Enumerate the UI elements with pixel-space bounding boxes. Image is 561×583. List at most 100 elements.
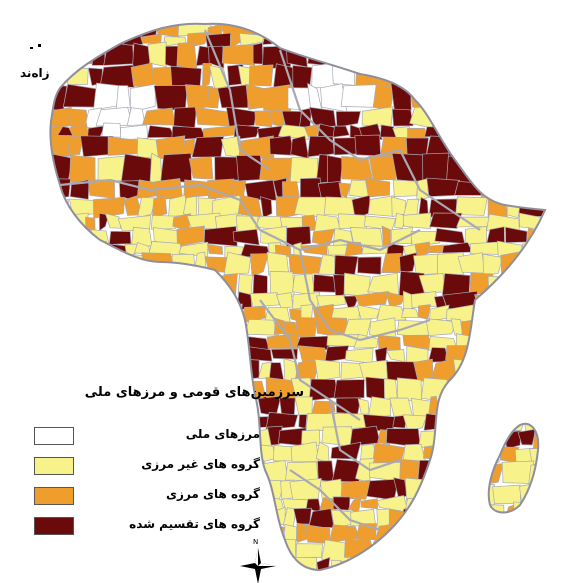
ethnic-region bbox=[373, 541, 397, 563]
ethnic-region bbox=[164, 304, 194, 321]
ethnic-region bbox=[504, 358, 532, 382]
ethnic-region bbox=[108, 230, 132, 245]
ethnic-region bbox=[141, 306, 156, 320]
ethnic-region bbox=[463, 509, 494, 527]
ethnic-region bbox=[465, 443, 489, 463]
ethnic-region bbox=[396, 377, 423, 402]
ethnic-region bbox=[439, 23, 460, 38]
ethnic-region bbox=[225, 106, 257, 129]
ethnic-region bbox=[530, 273, 545, 295]
ethnic-region bbox=[213, 303, 243, 322]
ethnic-region bbox=[50, 41, 66, 69]
ethnic-region bbox=[469, 32, 481, 47]
ethnic-region bbox=[474, 107, 508, 129]
ethnic-region bbox=[332, 274, 346, 297]
ethnic-region bbox=[469, 525, 483, 544]
ethnic-region bbox=[104, 213, 122, 229]
ethnic-region bbox=[543, 457, 545, 480]
ethnic-region bbox=[452, 430, 479, 448]
ethnic-region bbox=[532, 35, 545, 46]
ethnic-region bbox=[334, 254, 359, 277]
ethnic-region bbox=[212, 335, 236, 349]
ethnic-region bbox=[94, 345, 125, 364]
ethnic-region bbox=[505, 226, 528, 244]
ethnic-region bbox=[50, 241, 63, 255]
national-border bbox=[298, 249, 431, 342]
ethnic-region bbox=[520, 346, 545, 364]
ethnic-region bbox=[488, 484, 495, 507]
ethnic-region bbox=[445, 494, 466, 512]
ethnic-region bbox=[550, 539, 561, 562]
ethnic-region bbox=[497, 318, 522, 338]
ethnic-region bbox=[50, 226, 72, 246]
ethnic-region bbox=[381, 561, 411, 571]
ethnic-region bbox=[421, 23, 439, 29]
ethnic-region bbox=[89, 358, 120, 381]
ethnic-region bbox=[277, 124, 309, 140]
ethnic-region bbox=[193, 251, 207, 278]
ethnic-region bbox=[356, 557, 374, 571]
ethnic-region bbox=[552, 460, 561, 478]
ethnic-region bbox=[74, 253, 110, 277]
ethnic-region bbox=[493, 423, 528, 432]
ethnic-region bbox=[482, 527, 515, 544]
ethnic-region bbox=[469, 348, 506, 364]
ethnic-region bbox=[299, 177, 322, 200]
ethnic-region bbox=[164, 361, 192, 380]
ethnic-region bbox=[440, 459, 473, 483]
ethnic-region bbox=[514, 34, 536, 49]
ethnic-region bbox=[443, 510, 465, 527]
ethnic-region bbox=[202, 23, 231, 25]
ethnic-region bbox=[355, 23, 383, 29]
ethnic-region bbox=[440, 397, 464, 419]
ethnic-region bbox=[512, 67, 543, 87]
ethnic-region bbox=[499, 36, 517, 45]
ethnic-region bbox=[50, 272, 70, 295]
ethnic-region bbox=[158, 294, 191, 306]
ethnic-region bbox=[137, 538, 170, 561]
ethnic-region bbox=[543, 252, 545, 274]
ethnic-region bbox=[275, 292, 294, 309]
ethnic-region bbox=[153, 85, 188, 112]
ethnic-region bbox=[177, 318, 201, 339]
ethnic-region bbox=[546, 197, 561, 218]
ethnic-region bbox=[548, 242, 561, 255]
ethnic-region bbox=[553, 360, 561, 379]
ethnic-region bbox=[402, 212, 432, 230]
ethnic-region bbox=[543, 84, 545, 110]
ethnic-region bbox=[105, 304, 134, 323]
ethnic-region bbox=[512, 136, 532, 159]
ethnic-region bbox=[156, 335, 171, 351]
ethnic-region bbox=[474, 304, 501, 324]
ethnic-region bbox=[246, 541, 279, 563]
ethnic-region bbox=[332, 125, 350, 138]
ethnic-region bbox=[421, 523, 453, 542]
ethnic-region bbox=[99, 64, 135, 88]
ethnic-region bbox=[50, 556, 57, 571]
ethnic-region bbox=[518, 257, 544, 273]
ethnic-region bbox=[165, 538, 189, 560]
legend-label: گروه های غیر مرزی bbox=[141, 457, 260, 471]
ethnic-region bbox=[145, 359, 170, 380]
ethnic-region bbox=[188, 156, 214, 180]
ethnic-region bbox=[364, 177, 391, 198]
ethnic-region bbox=[69, 179, 90, 200]
national-border bbox=[289, 469, 381, 532]
ethnic-region bbox=[200, 558, 225, 571]
ethnic-region bbox=[267, 23, 289, 26]
ethnic-region bbox=[540, 153, 545, 181]
ethnic-region bbox=[300, 34, 320, 49]
ethnic-region bbox=[354, 291, 390, 307]
ethnic-region bbox=[438, 538, 457, 559]
ethnic-region bbox=[344, 539, 377, 559]
ethnic-region bbox=[532, 180, 545, 201]
ethnic-region bbox=[63, 65, 89, 86]
ethnic-region bbox=[212, 344, 234, 363]
ethnic-region bbox=[393, 25, 423, 38]
ethnic-region bbox=[186, 292, 201, 309]
ethnic-region bbox=[539, 443, 545, 461]
ethnic-region bbox=[330, 44, 353, 69]
ethnic-region bbox=[347, 32, 364, 47]
ethnic-region bbox=[102, 243, 129, 259]
ethnic-region bbox=[536, 398, 545, 414]
